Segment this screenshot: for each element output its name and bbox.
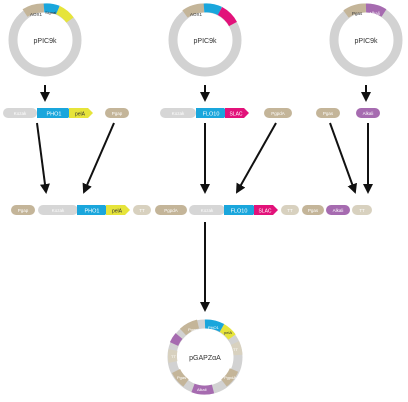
row1-left-pela-block	[69, 108, 93, 118]
row1-right-alkali-label: Alkali	[363, 111, 374, 116]
plasmid-right-promoter-label: Pgas	[352, 11, 363, 16]
plasmid-left-signal-label: Signal	[45, 10, 56, 15]
fusion-kozak-block-2	[189, 205, 225, 215]
plasmid-middle: AOX1 pPIC9k	[168, 3, 242, 77]
row1-left-pho1-label: PHO1	[47, 112, 62, 118]
plasmid-left-pela-segment	[55, 5, 74, 23]
final-pho1-segment	[204, 319, 225, 333]
fusion-kozak-label-2: Kozak	[201, 208, 214, 213]
row1-middle-flo10-label: FLO10	[203, 112, 220, 118]
fusion-pgas-label: Pgas	[308, 208, 319, 213]
arrow-left-to-fusion	[36, 122, 50, 194]
row1-middle-kozak-block	[160, 108, 196, 118]
row1-middle-flo10-block	[196, 108, 229, 118]
fusion-pho1-label: PHO1	[85, 209, 100, 215]
final-pgap-segment	[179, 319, 200, 336]
final-tt2-label: TT	[171, 354, 176, 359]
row1-right-alkali-block	[356, 108, 380, 118]
fusion-pela-block	[106, 205, 130, 215]
final-alkali-segment	[191, 383, 215, 395]
plasmid-left: AOX1 Signal pPIC9k	[8, 3, 82, 77]
arrow-pgpda-to-fusion	[236, 122, 277, 194]
final-pela-segment	[219, 324, 236, 340]
fusion-kozak-block-1	[38, 205, 78, 215]
fusion-alkali-block	[326, 205, 350, 215]
fusion-tt-block-1	[133, 205, 151, 215]
fusion-kozak-label-1: Kozak	[52, 208, 65, 213]
fusion-pgpda-block	[155, 205, 187, 215]
row1-middle-kozak-label: Kozak	[172, 111, 185, 116]
row1-middle-slac-block	[225, 108, 249, 118]
plasmid-middle-slac-segment	[217, 7, 237, 27]
plasmid-right-name: pPIC9k	[355, 38, 378, 45]
plasmid-right: Pgas Alkali pPIC9k	[329, 3, 403, 77]
final-tt2-segment	[167, 349, 178, 363]
plasmid-final: Pgap PHO1 pelA TT PgpdA Alkali Pgas TT p…	[167, 319, 243, 395]
plasmid-middle-promoter-segment	[182, 3, 205, 18]
plasmid-left-pho1-segment	[43, 3, 60, 15]
plasmid-middle-name: pPIC9k	[194, 38, 217, 45]
fusion-pgpda-label: PgpdA	[164, 208, 178, 213]
plasmid-right-alkali-segment	[365, 3, 387, 17]
plasmid-left-promoter-segment	[22, 3, 45, 17]
plasmid-final-name: pGAPZαA	[189, 355, 221, 362]
fusion-pgap-label: Pgap	[18, 208, 29, 213]
final-pgpda-segment	[221, 367, 239, 387]
fusion-tt-block-2	[281, 205, 299, 215]
row1-middle-cassette: Kozak FLO10 SLAC PgpdA	[160, 108, 292, 118]
fusion-tt-block-3	[352, 205, 372, 215]
plasmid-middle-promoter-label: AOX1	[190, 12, 203, 17]
row1-middle-pgpda-label: PgpdA	[271, 111, 285, 116]
fusion-pho1-block	[77, 205, 110, 215]
plasmid-right-insert-label: Alkali	[369, 11, 380, 16]
arrow-pgas-to-fusion	[329, 122, 357, 194]
final-pgas-segment	[171, 368, 189, 387]
row1-right-pgas-block	[316, 108, 340, 118]
fusion-slac-label: SLAC	[258, 209, 271, 215]
final-pgap-label: Pgap	[188, 327, 198, 332]
row1-right-pgas-label: Pgas	[323, 111, 334, 116]
row1-left-pgap-block	[105, 108, 129, 118]
final-pgas-label: Pgas	[177, 375, 186, 380]
row1-left-kozak-block	[3, 108, 37, 118]
plasmid-right-promoter-segment	[343, 3, 367, 18]
fusion-pgap-block	[11, 205, 35, 215]
final-pgpda-label: PgpdA	[224, 375, 236, 380]
row1-left-kozak-label: Kozak	[14, 111, 27, 116]
plasmid-left-name: pPIC9k	[34, 38, 57, 45]
fusion-tt-label-1: TT	[139, 208, 145, 213]
fusion-tt-label-2: TT	[287, 208, 293, 213]
fusion-alkali-label: Alkali	[333, 208, 344, 213]
fusion-slac-block	[254, 205, 278, 215]
row1-left-pela-label: pelA	[75, 112, 86, 118]
fusion-pgas-block	[302, 205, 324, 215]
row1-left-pho1-block	[37, 108, 73, 118]
row1-right-cassette: Pgas Alkali	[316, 108, 380, 118]
fusion-flo10-block	[224, 205, 258, 215]
row1-left-pgap-label: Pgap	[112, 111, 123, 116]
final-pela-label: pelA	[224, 330, 232, 335]
row1-middle-slac-label: SLAC	[229, 112, 242, 118]
fusion-pela-label: pelA	[112, 209, 123, 215]
final-tt1-segment	[230, 341, 243, 356]
arrow-pgap-to-fusion	[82, 122, 115, 194]
fusion-cassette: Pgap Kozak PHO1 pelA TT PgpdA Kozak FLO1…	[11, 205, 372, 215]
row1-middle-pgpda-block	[264, 108, 292, 118]
plasmid-left-promoter-label: AOX1	[30, 12, 43, 17]
fusion-flo10-label: FLO10	[231, 209, 248, 215]
final-pho1-label: PHO1	[208, 325, 220, 330]
plasmid-middle-flo10-segment	[203, 3, 222, 16]
final-tt1-label: TT	[233, 347, 238, 352]
row1-left-cassette: Kozak PHO1 pelA Pgap	[3, 108, 129, 118]
final-alkali-label: Alkali	[197, 387, 207, 392]
final-extra-segment	[169, 333, 183, 346]
fusion-tt-label-3: TT	[359, 208, 365, 213]
